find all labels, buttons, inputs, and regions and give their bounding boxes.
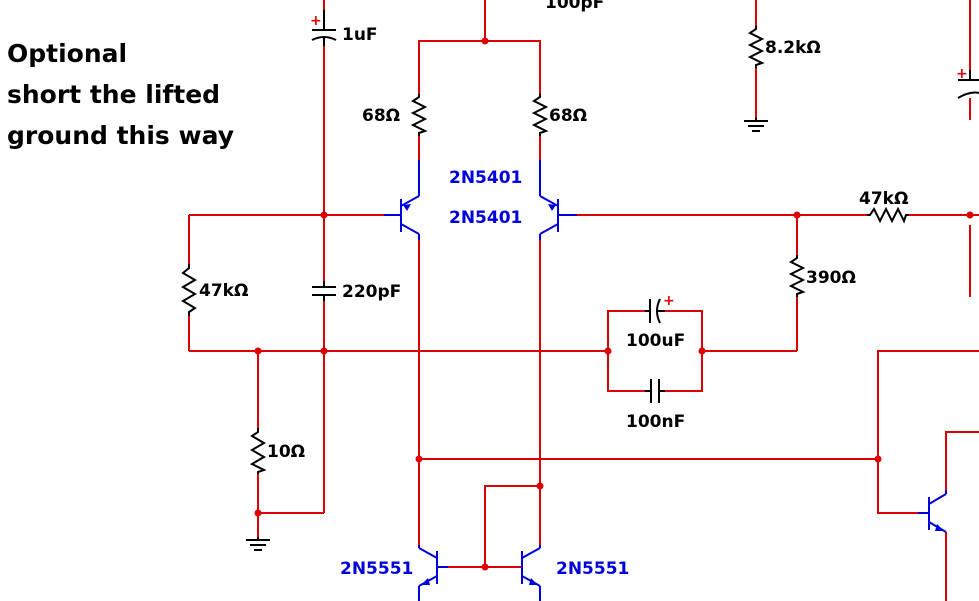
- label-q-2n5401-top: 2N5401: [449, 168, 522, 188]
- junction-dot: [415, 455, 423, 463]
- label-q-2n5401-bottom: 2N5401: [449, 208, 522, 228]
- junction-dot: [481, 563, 489, 571]
- transistor-right-edge: [918, 490, 947, 533]
- junction-dot: [536, 482, 544, 490]
- grounds: [246, 118, 768, 551]
- label-r-68-left: 68Ω: [362, 106, 400, 126]
- note-text: Optional short the lifted ground this wa…: [7, 33, 234, 156]
- note-line: short the lifted: [7, 80, 221, 109]
- resistor-47k-left: [181, 264, 197, 316]
- junctions: [254, 37, 974, 571]
- transistor-2n5551-left: [418, 545, 448, 601]
- junction-dot: [320, 211, 328, 219]
- capacitor-100uF: [645, 298, 665, 324]
- wire: [945, 431, 979, 490]
- note-line: ground this way: [7, 121, 234, 150]
- capacitor-right-edge: [957, 70, 979, 99]
- junction-dot: [604, 347, 612, 355]
- label-r-390: 390Ω: [806, 268, 856, 288]
- wire: [665, 310, 703, 392]
- capacitors: [311, 10, 979, 403]
- junction-dot: [481, 37, 489, 45]
- junction-dot: [698, 347, 706, 355]
- label-q-2n5551-left: 2N5551: [340, 559, 413, 579]
- polarity-plus: +: [310, 13, 322, 29]
- junction-dot: [254, 509, 262, 517]
- label-c-1uf: 1uF: [342, 25, 378, 45]
- capacitor-1uF: [311, 10, 337, 46]
- capacitor-100nF: [645, 379, 665, 403]
- label-c-220pf: 220pF: [342, 282, 401, 302]
- resistor-68-left: [410, 94, 428, 136]
- label-c-100nf: 100nF: [626, 412, 685, 432]
- transistor-2n5401-right: [539, 160, 577, 240]
- wire: [418, 40, 541, 94]
- wires: [188, 0, 979, 601]
- ground-symbol: [246, 537, 270, 551]
- resistor-47k-right: [867, 206, 909, 224]
- label-c-100pf: 100pF: [545, 0, 604, 13]
- polarity-plus: +: [956, 66, 968, 82]
- label-q-2n5551-right: 2N5551: [556, 559, 629, 579]
- junction-dot: [793, 211, 801, 219]
- resistor-390: [788, 255, 806, 297]
- label-r-47k-right: 47kΩ: [859, 189, 908, 209]
- transistors: [384, 160, 947, 601]
- resistor-10: [249, 428, 267, 474]
- label-r-10: 10Ω: [267, 442, 305, 462]
- wire: [607, 310, 645, 392]
- label-c-100uf: 100uF: [626, 331, 685, 351]
- label-r-8k2: 8.2kΩ: [765, 38, 821, 58]
- resistor-8k2: [747, 26, 765, 68]
- polarity-plus: +: [663, 293, 675, 309]
- wire: [877, 350, 979, 514]
- ground-symbol: [744, 118, 768, 132]
- junction-dot: [966, 211, 974, 219]
- transistor-2n5551-right: [521, 545, 541, 601]
- capacitor-220pF: [312, 281, 336, 301]
- label-r-68-right: 68Ω: [549, 106, 587, 126]
- resistors: [181, 26, 909, 474]
- label-r-47k-left: 47kΩ: [199, 281, 248, 301]
- note-line: Optional: [7, 39, 128, 68]
- junction-dot: [254, 347, 262, 355]
- junction-dot: [320, 347, 328, 355]
- transistor-2n5401-left: [384, 160, 420, 240]
- junction-dot: [874, 455, 882, 463]
- resistor-68-right: [531, 94, 549, 136]
- wire: [484, 485, 540, 567]
